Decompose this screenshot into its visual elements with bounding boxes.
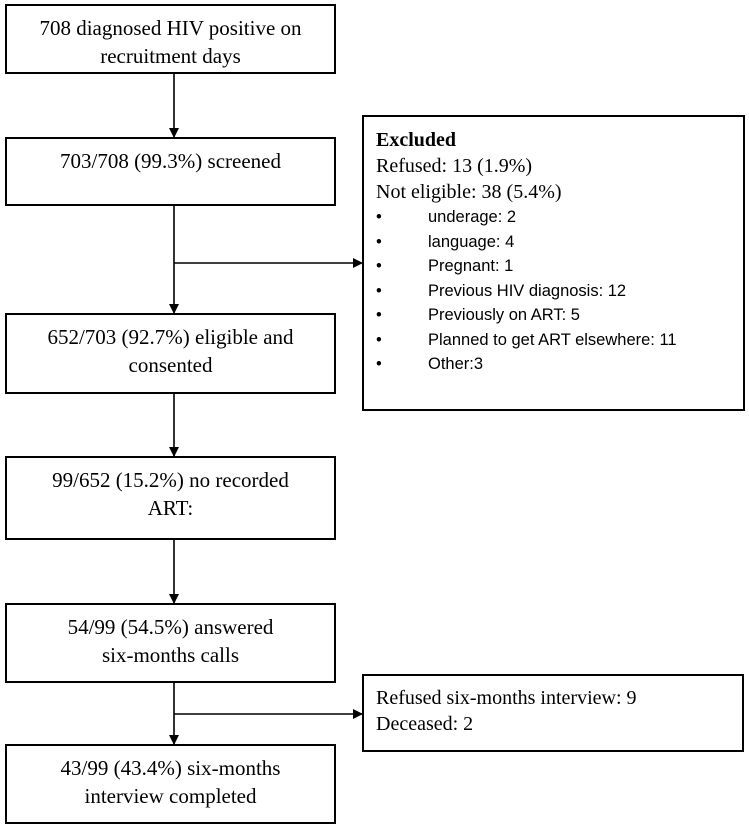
followup-deceased: Deceased: 2 [376,713,474,735]
excluded-refused: Refused: 13 (1.9%) [376,155,533,177]
step1-box: 708 diagnosed HIV positive on recruitmen… [5,4,336,74]
step3-box: 652/703 (92.7%) eligible and consented [5,313,336,394]
list-item: •Previous HIV diagnosis: 12 [376,279,731,304]
followup-refused: Refused six-months interview: 9 [376,687,637,709]
followup-loss-box: Refused six-months interview: 9 Deceased… [362,674,744,752]
list-item: •Planned to get ART elsewhere: 11 [376,328,731,353]
step1-line-2: recruitment days [100,44,241,68]
list-item: •Other:3 [376,352,731,377]
bullet-icon: • [376,355,382,373]
bullet-icon: • [376,330,382,349]
step3-line-1: 652/703 (92.7%) eligible and [47,325,294,349]
excluded-reasons-list: •underage: 2 •language: 4 •Pregnant: 1 •… [376,205,731,377]
step6-line-1: 43/99 (43.4%) six-months [60,756,281,780]
step2-line-1: 703/708 (99.3%) screened [59,149,281,173]
bullet-icon: • [376,281,382,300]
bullet-icon: • [376,208,382,226]
excluded-title: Excluded [376,129,457,151]
bullet-icon: • [376,257,382,275]
list-item: •Pregnant: 1 [376,254,731,279]
step6-box: 43/99 (43.4%) six-months interview compl… [5,744,336,824]
step6-line-2: interview completed [84,784,257,808]
list-item: •language: 4 [376,230,731,255]
excluded-box: Excluded Refused: 13 (1.9%) Not eligible… [362,115,745,411]
step2-box: 703/708 (99.3%) screened [5,137,336,206]
bullet-icon: • [376,306,382,324]
step4-line-1: 99/652 (15.2%) no recorded [52,468,289,492]
step1-line-1: 708 diagnosed HIV positive on [39,16,302,40]
bullet-icon: • [376,232,382,251]
step3-line-2: consented [128,353,213,377]
step5-line-1: 54/99 (54.5%) answered [67,615,274,639]
step5-box: 54/99 (54.5%) answered six-months calls [5,603,336,683]
list-item: •underage: 2 [376,205,731,230]
step5-line-2: six-months calls [101,643,240,667]
excluded-not-eligible: Not eligible: 38 (5.4%) [376,181,562,203]
step4-line-2: ART: [147,496,194,520]
step4-box: 99/652 (15.2%) no recorded ART: [5,456,336,540]
list-item: •Previously on ART: 5 [376,303,731,328]
